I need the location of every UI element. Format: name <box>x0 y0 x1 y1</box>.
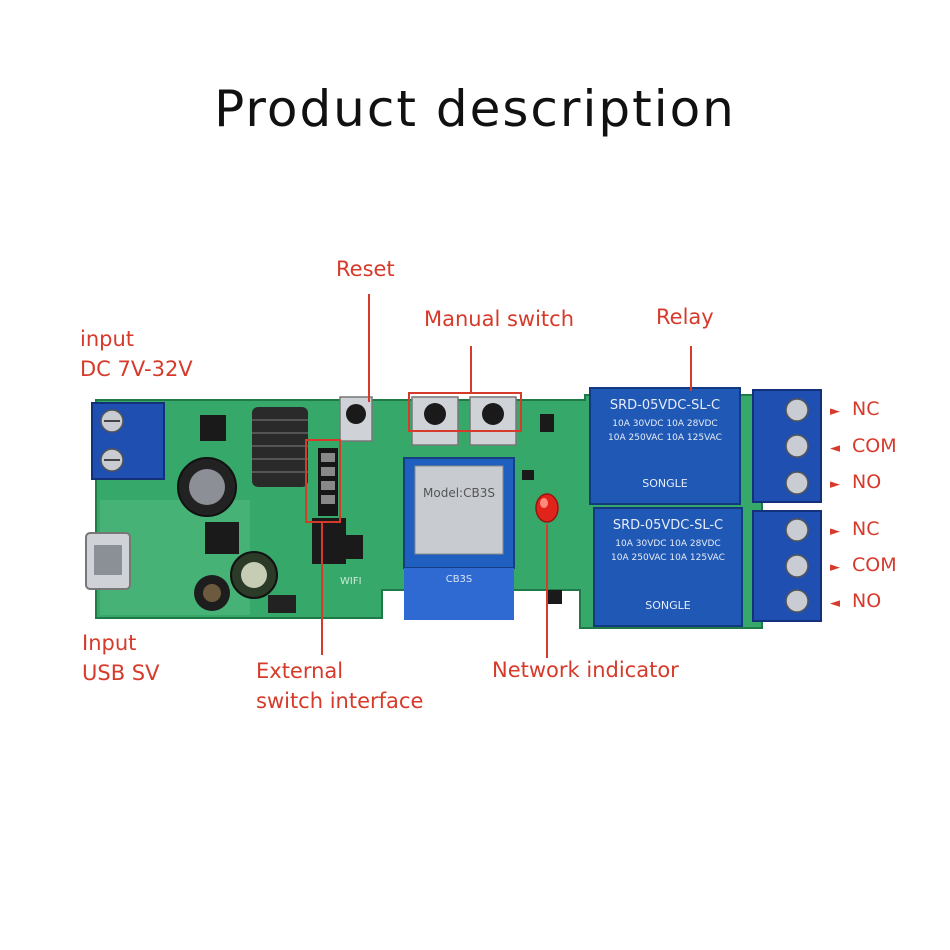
output-terminal-top <box>752 389 822 503</box>
arrow-icon: ◄ <box>830 596 840 611</box>
input-dc-label: input DC 7V-32V <box>80 327 193 381</box>
terminal-label-1: ►NC <box>830 398 880 420</box>
manual-switch-label: Manual switch <box>424 307 575 331</box>
relay-top-brand: SONGLE <box>642 477 688 490</box>
relay-top-rating1: 10A 30VDC 10A 28VDC <box>612 419 717 429</box>
terminal-label-6: ◄NO <box>830 590 882 612</box>
terminal-label-2: ◄COM <box>830 435 897 457</box>
arrow-icon: ► <box>830 524 840 539</box>
reset-label: Reset <box>336 257 395 281</box>
module-model-text: Model:CB3S <box>423 486 495 500</box>
antenna-coil <box>252 407 308 487</box>
terminal-label-5: ►COM <box>830 554 897 576</box>
external-switch-header <box>318 448 338 516</box>
relay-label: Relay <box>656 305 714 329</box>
external-switch-label: External switch interface <box>256 659 424 713</box>
relay-bottom-brand: SONGLE <box>645 599 691 612</box>
arrow-icon: ► <box>830 404 840 419</box>
input-usb-label: Input USB SV <box>82 631 160 685</box>
network-indicator-led <box>535 493 559 523</box>
callout-lines <box>305 294 692 658</box>
relay-top-rating2: 10A 250VAC 10A 125VAC <box>608 433 722 443</box>
relay-bottom-model: SRD-05VDC-SL-C <box>613 518 723 533</box>
wifi-silk-text: WIFI <box>340 576 362 587</box>
terminal-label-4: ►NC <box>830 518 880 540</box>
manual-switch-buttons <box>411 396 517 446</box>
arrow-icon: ► <box>830 560 840 575</box>
relay-top-model: SRD-05VDC-SL-C <box>610 398 720 413</box>
relay-bottom-rating1: 10A 30VDC 10A 28VDC <box>615 539 720 549</box>
relay-bottom-rating2: 10A 250VAC 10A 125VAC <box>611 553 725 563</box>
arrow-icon: ◄ <box>830 441 840 456</box>
arrow-icon: ► <box>830 477 840 492</box>
relay-bottom: SRD-05VDC-SL-C 10A 30VDC 10A 28VDC 10A 2… <box>593 507 743 627</box>
reset-button-part <box>339 396 373 442</box>
network-indicator-label: Network indicator <box>492 658 679 682</box>
wifi-module: Model:CB3S CB3S <box>403 457 515 620</box>
output-terminal-bottom <box>752 510 822 622</box>
module-sub-text: CB3S <box>446 574 473 585</box>
page-title: Product description <box>214 80 736 138</box>
terminal-label-3: ►NO <box>830 471 882 493</box>
relay-top: SRD-05VDC-SL-C 10A 30VDC 10A 28VDC 10A 2… <box>589 387 741 505</box>
